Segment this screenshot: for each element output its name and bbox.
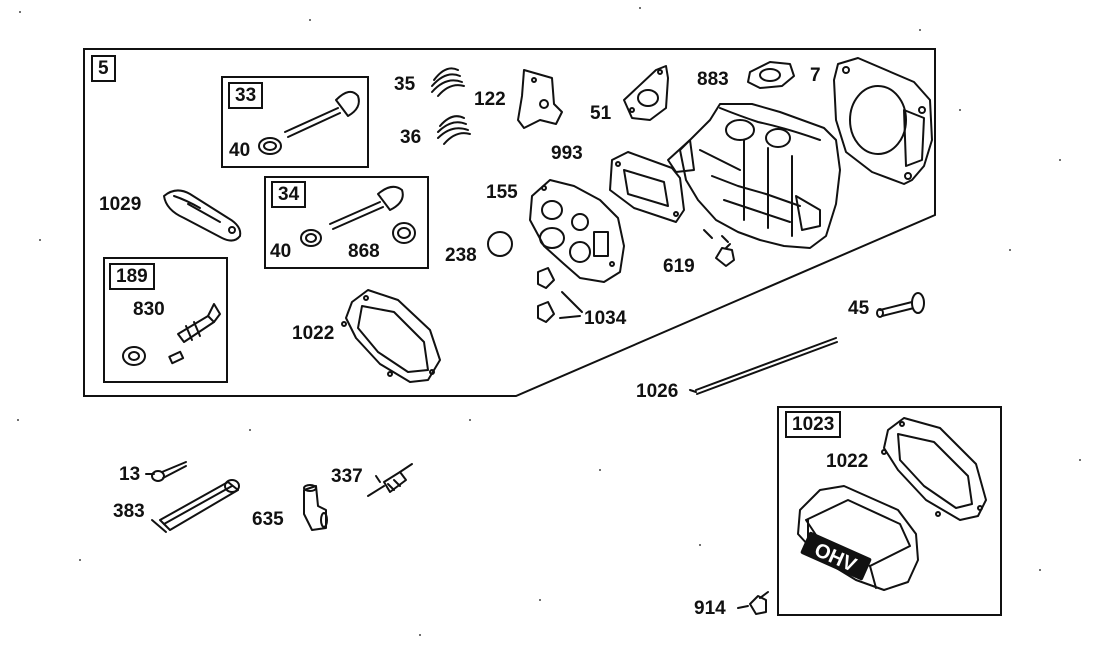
part-label-51[interactable]: 51 <box>590 103 612 124</box>
part-label-883[interactable]: 883 <box>697 69 729 90</box>
valve-spring-retainer-40a[interactable] <box>258 137 282 155</box>
kit-189-label[interactable]: 189 <box>109 263 155 290</box>
part-label-993[interactable]: 993 <box>551 143 583 164</box>
part-label-619[interactable]: 619 <box>663 256 695 277</box>
bracket-383[interactable] <box>151 479 240 533</box>
part-label-155[interactable]: 155 <box>486 182 518 203</box>
pushrod-1026[interactable] <box>695 337 838 395</box>
kit-33-box <box>221 76 369 168</box>
part-label-122[interactable]: 122 <box>474 89 506 110</box>
elbow-635[interactable] <box>303 484 328 531</box>
part-label-35[interactable]: 35 <box>394 74 416 95</box>
valve-spring-35[interactable] <box>431 67 465 97</box>
screw-13[interactable] <box>151 461 187 482</box>
part-label-36[interactable]: 36 <box>400 127 422 148</box>
valve-cover-gasket-1022b[interactable] <box>881 417 987 521</box>
intake-valve-part[interactable] <box>284 90 360 138</box>
part-label-1034[interactable]: 1034 <box>584 308 627 329</box>
kit-1023-box <box>777 406 1002 616</box>
part-label-635[interactable]: 635 <box>252 509 284 530</box>
assembly-5-label[interactable]: 5 <box>91 55 116 82</box>
part-label-1022b[interactable]: 1022 <box>826 451 869 472</box>
spark-plug-337[interactable] <box>367 463 413 497</box>
part-label-40a[interactable]: 40 <box>229 140 251 161</box>
kit-34-box <box>264 176 429 269</box>
part-label-238[interactable]: 238 <box>445 245 477 266</box>
exhaust-valve-part[interactable] <box>329 185 404 230</box>
print-specks <box>17 7 1081 636</box>
valve-seal-868[interactable] <box>392 222 416 244</box>
valve-spring-36[interactable] <box>437 115 471 145</box>
part-label-830[interactable]: 830 <box>133 299 165 320</box>
part-label-7[interactable]: 7 <box>810 65 821 86</box>
part-label-383[interactable]: 383 <box>113 501 145 522</box>
breather-nut[interactable] <box>122 346 146 366</box>
part-label-337[interactable]: 337 <box>331 466 363 487</box>
breather-tube-830[interactable] <box>177 303 221 343</box>
bolt-914[interactable] <box>749 591 769 615</box>
gasket-51[interactable] <box>623 65 669 121</box>
assembly-5-outline <box>83 48 936 397</box>
part-label-13[interactable]: 13 <box>119 464 141 485</box>
seal-238[interactable] <box>487 231 513 257</box>
part-label-40b[interactable]: 40 <box>270 241 292 262</box>
part-label-1022a[interactable]: 1022 <box>292 323 335 344</box>
valve-spring-retainer-40b[interactable] <box>300 229 322 247</box>
kit-189-box <box>103 257 228 383</box>
breather-pin[interactable] <box>168 350 185 365</box>
bolt-619[interactable] <box>715 243 735 267</box>
kit-34-label[interactable]: 34 <box>271 181 307 208</box>
head-gasket-7[interactable] <box>833 57 933 185</box>
valve-cover-gasket-1022a[interactable] <box>341 289 441 383</box>
part-label-914[interactable]: 914 <box>694 598 726 619</box>
gasket-993[interactable] <box>609 151 685 223</box>
gasket-122[interactable] <box>517 69 563 129</box>
pushrod-guide-45[interactable] <box>876 292 925 318</box>
part-label-45[interactable]: 45 <box>848 298 870 319</box>
intake-plate-155[interactable] <box>529 179 625 283</box>
part-label-1026[interactable]: 1026 <box>636 381 679 402</box>
leader-lines <box>145 389 749 609</box>
cylinder-head-part[interactable] <box>667 103 841 249</box>
kit-33-label[interactable]: 33 <box>228 82 264 109</box>
clip-1034[interactable] <box>537 267 583 323</box>
kit-1023-label[interactable]: 1023 <box>785 411 842 438</box>
rocker-arm-1029[interactable] <box>163 189 242 242</box>
part-label-1029[interactable]: 1029 <box>99 194 142 215</box>
part-label-868[interactable]: 868 <box>348 241 380 262</box>
gasket-883[interactable] <box>747 61 795 89</box>
